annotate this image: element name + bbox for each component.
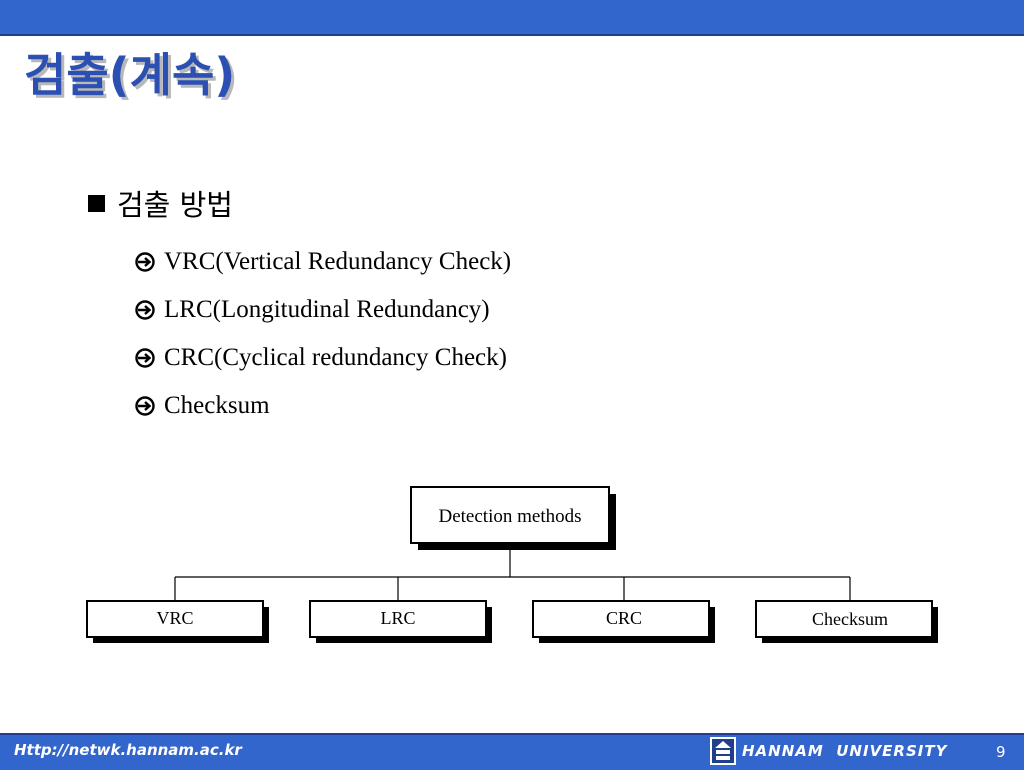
circled-arrow-icon [134,251,156,273]
sub-bullet-item: CRC(Cyclical redundancy Check) [134,334,511,382]
sub-bullet-item: Checksum [134,382,511,430]
square-bullet-icon [88,194,105,212]
footer-bar [0,733,1024,770]
sub-bullet-label: CRC(Cyclical redundancy Check) [164,344,507,371]
child-node-lrc: LRC [309,600,492,643]
child-node-label: LRC [380,608,415,628]
child-node-crc: CRC [532,600,715,643]
footer-university: HANNAM UNIVERSITY [742,742,948,760]
child-node-vrc: VRC [86,600,269,643]
child-node-label: Checksum [812,609,888,629]
tree-connectors [174,543,851,601]
top-bar [0,0,1024,36]
sub-bullet-list: VRC(Vertical Redundancy Check) LRC(Longi… [134,238,511,430]
footer-url-link[interactable]: Http://netwk.hannam.ac.kr [14,741,242,759]
sub-bullet-label: Checksum [164,392,270,419]
sub-bullet-item: LRC(Longitudinal Redundancy) [134,286,511,334]
circled-arrow-icon [134,347,156,369]
hannam-logo-icon [710,737,736,765]
circled-arrow-icon [134,299,156,321]
child-node-label: VRC [156,608,193,628]
sub-bullet-item: VRC(Vertical Redundancy Check) [134,238,511,286]
detection-methods-diagram: Detection methods VRC LRC CRC Checksum [86,486,938,643]
sub-bullet-label: VRC(Vertical Redundancy Check) [164,248,512,275]
sub-bullet-label: LRC(Longitudinal Redundancy) [164,296,490,323]
bullet-main-label: 검출 방법 [117,188,233,222]
root-node-label: Detection methods [439,506,582,527]
bullet-main: 검출 방법 [88,182,233,224]
root-node: Detection methods [410,486,616,550]
child-node-label: CRC [606,608,642,628]
child-node-checksum: Checksum [755,600,938,643]
slide-title: 검출(계속) [24,48,236,102]
page-number: 9 [996,743,1006,761]
circled-arrow-icon [134,395,156,417]
